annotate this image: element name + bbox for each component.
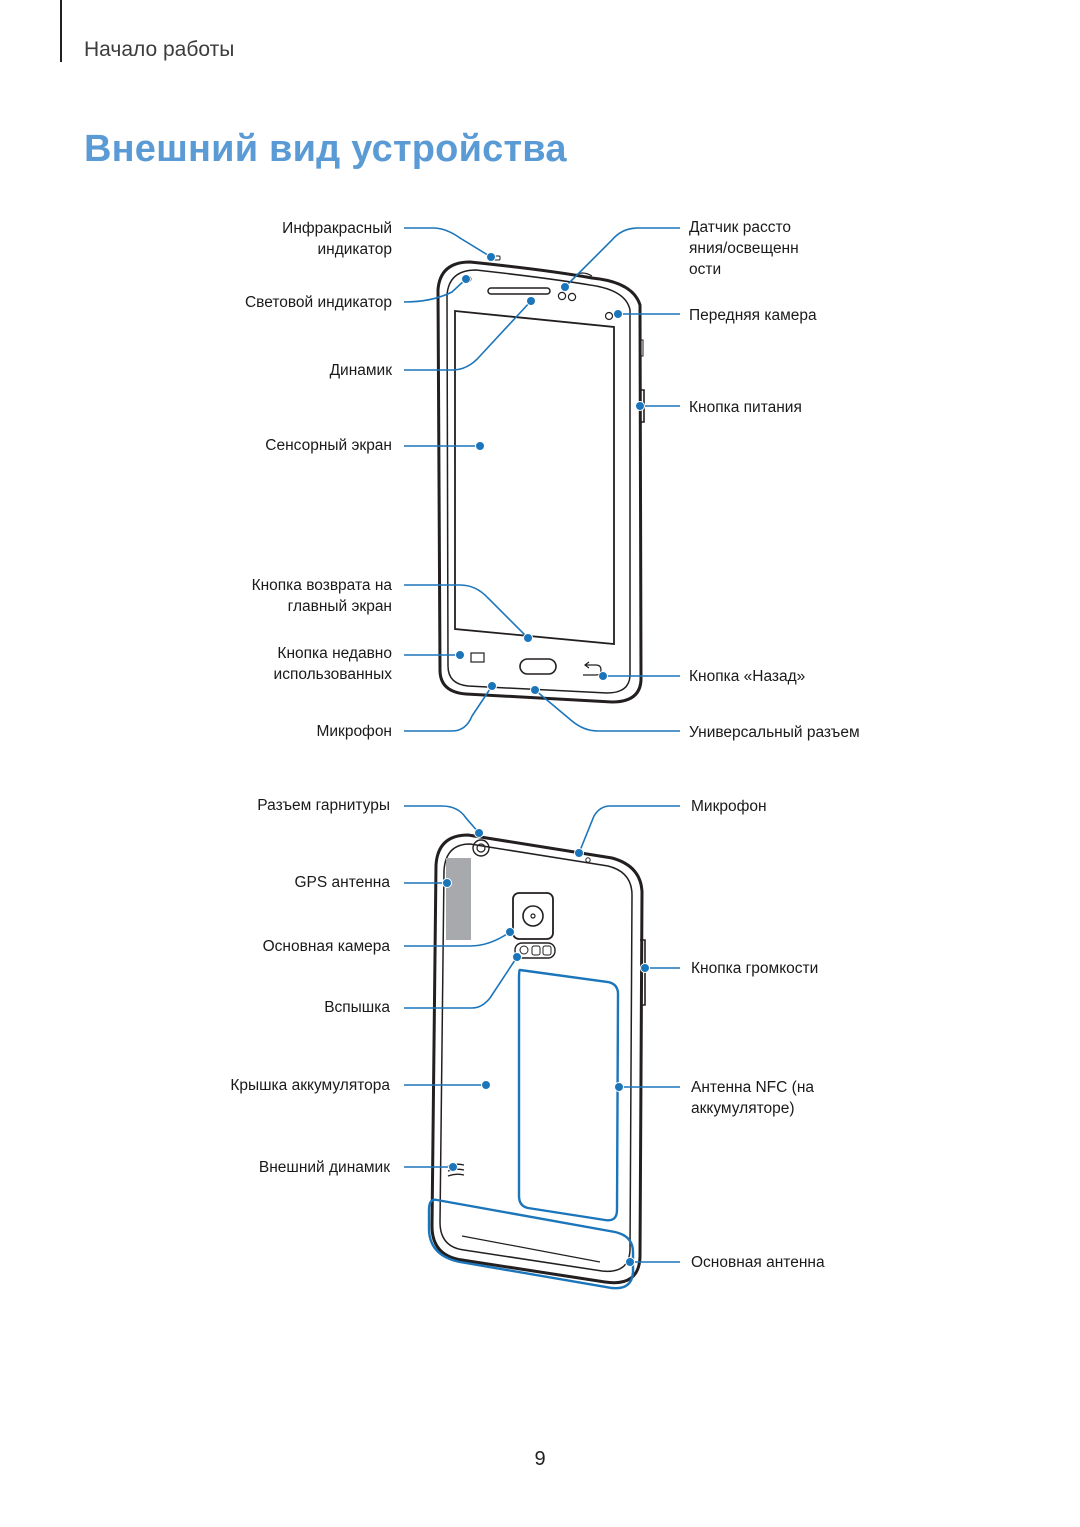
gps-antenna-area <box>446 858 471 940</box>
label-front-camera: Передняя камера <box>689 307 817 324</box>
label-front-mic: Микрофон <box>316 723 392 740</box>
label-speaker: Динамик <box>329 362 392 379</box>
label-main-antenna: Основная антенна <box>691 1254 825 1271</box>
back-phone <box>430 833 646 1285</box>
front-phone <box>436 255 645 704</box>
label-ir-indicator: Инфракрасный индикатор <box>282 220 392 258</box>
label-flash: Вспышка <box>324 999 390 1016</box>
page-number: 9 <box>534 1448 546 1470</box>
label-main-camera: Основная камера <box>262 938 390 955</box>
label-battery-cover: Крышка аккумулятора <box>230 1077 390 1094</box>
label-touchscreen: Сенсорный экран <box>265 437 392 454</box>
label-led-indicator: Световой индикатор <box>244 294 392 311</box>
nfc-antenna-outline <box>517 968 620 1222</box>
label-volume-button: Кнопка громкости <box>691 960 819 977</box>
label-usb-port: Универсальный разъем <box>689 724 860 741</box>
label-recent-button: Кнопка недавно использованных <box>273 645 392 683</box>
label-back-mic: Микрофон <box>691 798 767 815</box>
label-proximity-sensor: Датчик расстояния/освещенности <box>689 219 799 278</box>
label-nfc-antenna: Антенна NFC (на аккумуляторе) <box>691 1079 814 1117</box>
section-title: Начало работы <box>84 38 235 61</box>
page-title: Внешний вид устройства <box>84 128 567 170</box>
label-home-button: Кнопка возврата на главный экран <box>251 577 392 615</box>
label-gps-antenna: GPS антенна <box>294 874 390 891</box>
label-back-button: Кнопка «Назад» <box>689 668 806 685</box>
main-antenna-outline <box>427 1198 635 1290</box>
label-headset-jack: Разъем гарнитуры <box>257 797 390 814</box>
label-power-button: Кнопка питания <box>689 399 802 416</box>
header-rule <box>60 0 62 62</box>
label-external-speaker: Внешний динамик <box>258 1159 390 1176</box>
